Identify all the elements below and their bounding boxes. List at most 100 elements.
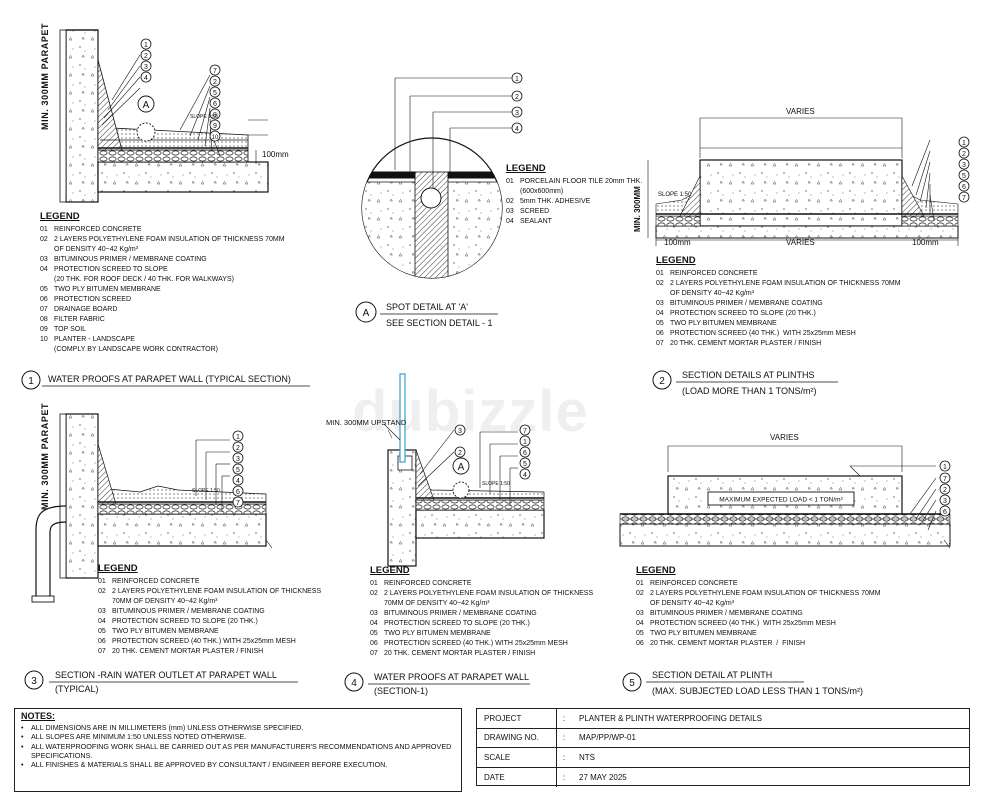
legend-text: BITUMINOUS PRIMER / MEMBRANE COATING [54,256,207,263]
callout-tag: 4 [232,474,244,486]
legend-number: 07 [370,650,378,657]
legend-text: PROTECTION SCREED TO SLOPE (20 THK.) [670,310,816,317]
legend-text: 70MM OF DENSITY 40~42 Kg/m³ [384,600,490,607]
svg-text:4: 4 [144,75,148,82]
legend-number: 02 [656,280,664,287]
legend-text: REINFORCED CONCRETE [670,270,758,277]
svg-text:3: 3 [144,64,148,71]
legend-number: 03 [636,610,644,617]
legend-text: REINFORCED CONCRETE [384,580,472,587]
svg-text:5: 5 [629,678,635,689]
callout-tag: 3 [511,106,523,118]
note-item: •ALL SLOPES ARE MINIMUM 1:50 UNLESS NOTE… [21,732,247,742]
legend-text: 20 THK. CEMENT MORTAR PLASTER / FINISH [650,640,806,647]
title-block: PROJECT:PLANTER & PLINTH WATERPROOFING D… [476,708,970,787]
legend-row: 07 20 THK. CEMENT MORTAR PLASTER / FINISH [370,649,593,659]
callout-tag: 3 [232,452,244,464]
callout-tag: 7 [519,424,531,436]
legend-text: FILTER FABRIC [54,316,105,323]
legend-row: OF DENSITY 40~42 Kg/m³ [40,245,285,255]
callout-tag: 3 [454,424,466,436]
legend-row: 70MM OF DENSITY 40~42 Kg/m³ [98,597,321,607]
legend-number: 03 [506,208,514,215]
legend-text: PROTECTION SCREED [54,296,132,303]
legend-text: REINFORCED CONCRETE [650,580,738,587]
svg-text:2: 2 [236,445,240,452]
legend-title: LEGEND [506,163,546,174]
legend-text: 20 THK. CEMENT MORTAR PLASTER / FINISH [670,340,822,347]
callout-tag: 10 [209,130,221,142]
legend-row: (20 THK. FOR ROOF DECK / 40 THK. FOR WAL… [40,275,285,285]
legend-number: 02 [370,590,378,597]
legend-text: 20 THK. CEMENT MORTAR PLASTER / FINISH [384,650,536,657]
legend-text: 5mm THK. ADHESIVE [520,198,591,205]
svg-text:3: 3 [31,676,37,687]
callout-tag: 2 [232,441,244,453]
callout-tag: 8 [209,108,221,120]
legend-row: 02 2 LAYERS POLYETHYLENE FOAM INSULATION … [656,279,901,289]
svg-text:1: 1 [236,434,240,441]
svg-text:2: 2 [515,94,519,101]
detail-4-slope: SLOPE 1:50 [482,481,510,487]
svg-text:A: A [458,462,465,473]
legend-text: REINFORCED CONCRETE [54,226,142,233]
detail-a-tags: 1 2 3 4 [511,72,523,134]
legend-title: LEGEND [40,211,80,222]
svg-text:2: 2 [943,487,947,494]
callout-tag: 2 [140,49,152,61]
legend-number: 06 [656,330,664,337]
svg-text:(LOAD MORE THAN 1 TONS/m²): (LOAD MORE THAN 1 TONS/m²) [682,386,817,396]
svg-text:4: 4 [236,478,240,485]
callout-tag: 3 [958,158,970,170]
legend-number: 05 [370,630,378,637]
detail-5-title-block: 5 SECTION DETAIL AT PLINTH (MAX. SUBJECT… [622,670,863,696]
legend-number: 06 [636,640,644,647]
callout-tag: 2 [454,446,466,458]
legend-number: 02 [98,588,106,595]
callout-tag: 3 [939,494,951,506]
detail-2-tags: 1 2 3 5 6 7 [958,136,970,203]
title-block-row-drawing-no: DRAWING NO.:MAP/PP/WP-01 [477,728,969,748]
svg-text:2: 2 [659,376,665,387]
detail-1-tags-a: 1 2 3 4 [140,38,152,83]
legend-text: 2 LAYERS POLYETHYLENE FOAM INSULATION OF… [384,590,594,597]
legend-text: OF DENSITY 40~42 Kg/m³ [650,600,735,607]
title-block-row-project: PROJECT:PLANTER & PLINTH WATERPROOFING D… [477,709,969,729]
legend-number: 01 [98,578,106,585]
notes-title: NOTES: [21,711,56,721]
callout-tag: 2 [958,147,970,159]
detail-1-parapet-label: MIN. 300MM PARAPET [40,23,50,130]
svg-text:MAXIMUM EXPECTED LOAD < 1 TON/: MAXIMUM EXPECTED LOAD < 1 TON/m² [719,497,843,504]
legend-number [506,187,520,197]
svg-text:SECTION -RAIN WATER OUTLET AT: SECTION -RAIN WATER OUTLET AT PARAPET WA… [55,670,277,680]
legend-text: 2 LAYERS POLYETHYLENE FOAM INSULATION OF… [670,280,901,287]
svg-text:SEE SECTION DETAIL - 1: SEE SECTION DETAIL - 1 [386,318,493,328]
legend-number: 07 [40,306,48,313]
detail-4-callout-a: A [452,457,470,475]
callout-tag: 1 [958,136,970,148]
detail-a-title-block: A SPOT DETAIL AT 'A' SEE SECTION DETAIL … [355,301,498,328]
legend-number [40,245,54,255]
callout-tag: 4 [519,468,531,480]
legend-text: PROTECTION SCREED (40 THK.) WITH 25x25mm… [384,640,568,647]
svg-text:SPOT DETAIL AT 'A': SPOT DETAIL AT 'A' [386,302,468,312]
detail-2-drawing [647,117,959,246]
legend-text: SCREED [520,208,550,215]
callout-tag: 6 [958,180,970,192]
svg-text:7: 7 [236,500,240,507]
svg-text:WATER PROOFS AT PARAPET WALL: WATER PROOFS AT PARAPET WALL [374,672,529,682]
